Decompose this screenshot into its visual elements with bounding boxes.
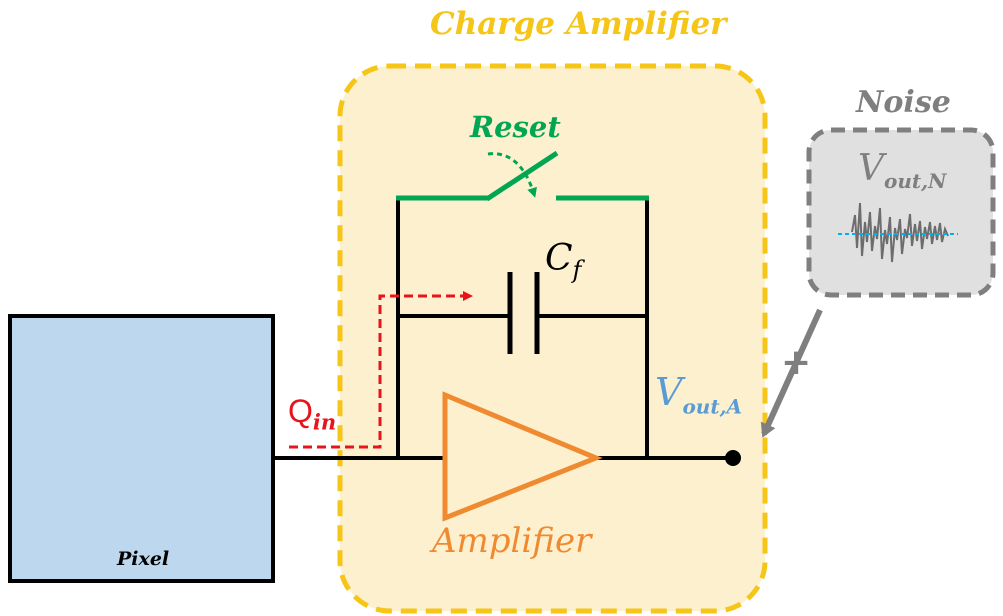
- reset-switch-blade: [485, 150, 559, 202]
- charge-amplifier-title: Charge Amplifier: [430, 6, 727, 42]
- input-charge-sub: in: [312, 409, 337, 435]
- output-node: [725, 450, 741, 466]
- feedback-cap-sub: f: [572, 256, 582, 285]
- amplifier-triangle: [442, 391, 603, 522]
- noise-plus-sign: +: [781, 342, 812, 383]
- output-label-main: V: [655, 370, 683, 414]
- output-label: Vout,A: [655, 370, 742, 419]
- reset-label: Reset: [470, 110, 561, 144]
- pixel-label: Pixel: [117, 548, 170, 570]
- reset-arrow: [487, 152, 537, 198]
- noise-arrow: [760, 308, 823, 438]
- input-charge-main: Q: [288, 393, 313, 429]
- amplifier-label: Amplifier: [432, 521, 592, 561]
- feedback-cap-label: Cf: [545, 238, 581, 284]
- charge-path-arrow: [289, 291, 473, 449]
- noise-waveform: [851, 202, 949, 263]
- input-charge-label: Qin: [288, 393, 336, 434]
- noise-title: Noise: [856, 85, 951, 120]
- noise-signal-main: V: [858, 148, 884, 189]
- output-label-sub: out,A: [682, 394, 743, 419]
- pixel-box: [8, 314, 275, 583]
- feedback-cap-main: C: [545, 238, 573, 279]
- noise-signal-label: Vout,N: [858, 148, 946, 193]
- noise-box: [806, 127, 996, 298]
- noise-signal-sub: out,N: [884, 169, 947, 194]
